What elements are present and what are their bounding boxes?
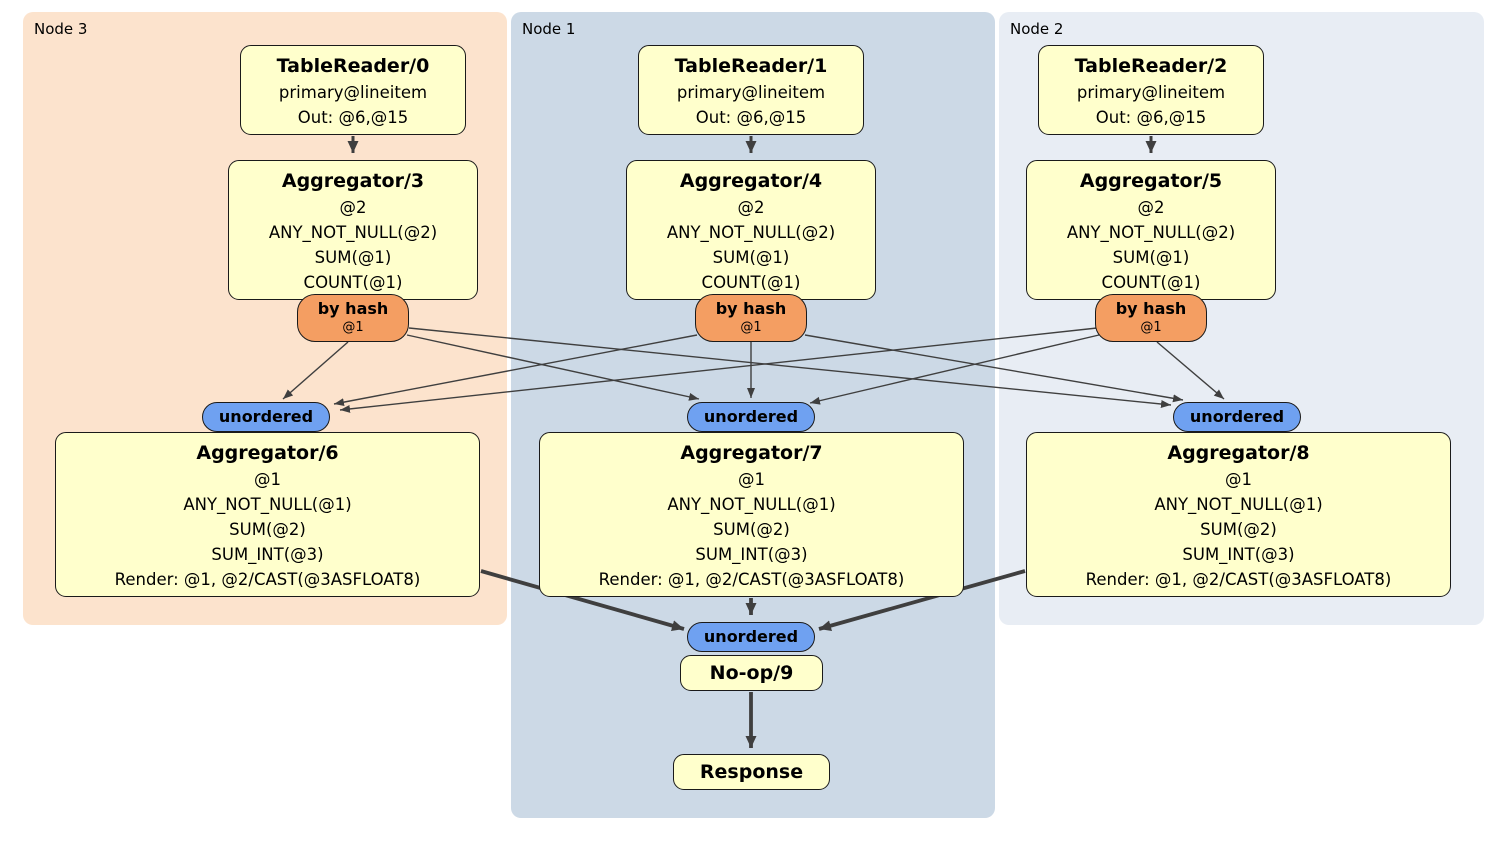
processor-detail: ANY_NOT_NULL(@1) xyxy=(183,495,352,514)
processor-title: Aggregator/5 xyxy=(1079,170,1223,192)
node2-panel-label: Node 2 xyxy=(1010,20,1064,38)
router-label: by hash xyxy=(715,299,787,318)
processor-detail: @2 xyxy=(1137,198,1165,217)
processor-detail: @1 xyxy=(254,470,281,489)
processor-title: TableReader/2 xyxy=(1074,55,1228,77)
processor-tablereader-0: TableReader/0 primary@lineitem Out: @6,@… xyxy=(240,45,466,135)
edge-hash3-sync6 xyxy=(282,341,349,400)
router-detail: @1 xyxy=(740,320,762,335)
processor-detail: SUM_INT(@3) xyxy=(695,545,808,564)
processor-detail: SUM(@1) xyxy=(314,248,392,267)
node3-panel-label: Node 3 xyxy=(34,20,88,38)
processor-detail: ANY_NOT_NULL(@2) xyxy=(268,223,438,242)
processor-detail: SUM(@2) xyxy=(713,520,790,539)
processor-aggregator-7: Aggregator/7 @1 ANY_NOT_NULL(@1) SUM(@2)… xyxy=(539,432,964,597)
processor-title: Aggregator/3 xyxy=(281,170,425,192)
processor-detail: Render: @1, @2/CAST(@3ASFLOAT8) xyxy=(114,570,421,589)
edge-hash3-sync7 xyxy=(406,334,700,401)
processor-detail: Out: @6,@15 xyxy=(695,108,807,127)
router-label: by hash xyxy=(317,299,389,318)
processor-detail: @2 xyxy=(339,198,367,217)
router-by-hash-3: by hash @1 xyxy=(297,294,409,342)
sync-unordered-8: unordered xyxy=(1173,402,1301,432)
processor-detail: ANY_NOT_NULL(@1) xyxy=(1154,495,1323,514)
edge-hash5-sync7 xyxy=(809,334,1100,405)
sync-unordered-9: unordered xyxy=(687,622,815,652)
router-detail: @1 xyxy=(342,320,364,335)
processor-detail: Render: @1, @2/CAST(@3ASFLOAT8) xyxy=(598,570,905,589)
processor-detail: Out: @6,@15 xyxy=(297,108,409,127)
processor-detail: SUM(@1) xyxy=(1112,248,1190,267)
processor-detail: SUM(@1) xyxy=(712,248,790,267)
processor-aggregator-3: Aggregator/3 @2 ANY_NOT_NULL(@2) SUM(@1)… xyxy=(228,160,478,300)
edge-hash4-sync6 xyxy=(333,334,698,407)
edge-hash4-sync8 xyxy=(804,334,1184,403)
processor-aggregator-6: Aggregator/6 @1 ANY_NOT_NULL(@1) SUM(@2)… xyxy=(55,432,480,597)
processor-title: TableReader/1 xyxy=(674,55,828,77)
processor-detail: @1 xyxy=(738,470,765,489)
processor-title: Response xyxy=(699,761,804,783)
processor-detail: primary@lineitem xyxy=(278,83,428,102)
processor-detail: ANY_NOT_NULL(@2) xyxy=(1066,223,1236,242)
processor-title: Aggregator/7 xyxy=(680,442,823,464)
processor-title: Aggregator/8 xyxy=(1167,442,1310,464)
processor-detail: SUM(@2) xyxy=(1200,520,1277,539)
processor-tablereader-1: TableReader/1 primary@lineitem Out: @6,@… xyxy=(638,45,864,135)
processor-detail: SUM(@2) xyxy=(229,520,306,539)
edge-hash3-sync8 xyxy=(408,327,1172,408)
edge-agg6-sync9 xyxy=(480,569,685,631)
processor-detail: ANY_NOT_NULL(@1) xyxy=(667,495,836,514)
processor-title: No-op/9 xyxy=(709,662,794,684)
processor-detail: Out: @6,@15 xyxy=(1095,108,1207,127)
processor-detail: primary@lineitem xyxy=(676,83,826,102)
processor-noop-9: No-op/9 xyxy=(680,655,823,691)
processor-detail: @1 xyxy=(1225,470,1252,489)
processor-detail: SUM_INT(@3) xyxy=(211,545,324,564)
processor-detail: Render: @1, @2/CAST(@3ASFLOAT8) xyxy=(1085,570,1392,589)
processor-title: Aggregator/6 xyxy=(196,442,339,464)
router-by-hash-5: by hash @1 xyxy=(1095,294,1207,342)
processor-detail: ANY_NOT_NULL(@2) xyxy=(666,223,836,242)
processor-detail: COUNT(@1) xyxy=(701,273,801,292)
processor-aggregator-5: Aggregator/5 @2 ANY_NOT_NULL(@2) SUM(@1)… xyxy=(1026,160,1276,300)
processor-detail: COUNT(@1) xyxy=(303,273,403,292)
processor-aggregator-4: Aggregator/4 @2 ANY_NOT_NULL(@2) SUM(@1)… xyxy=(626,160,876,300)
processor-detail: @2 xyxy=(737,198,765,217)
edge-hash5-sync6 xyxy=(339,327,1098,413)
router-by-hash-4: by hash @1 xyxy=(695,294,807,342)
processor-tablereader-2: TableReader/2 primary@lineitem Out: @6,@… xyxy=(1038,45,1264,135)
sync-unordered-6: unordered xyxy=(202,402,330,432)
processor-detail: COUNT(@1) xyxy=(1101,273,1201,292)
processor-detail: SUM_INT(@3) xyxy=(1182,545,1295,564)
sync-unordered-7: unordered xyxy=(687,402,815,432)
edge-agg8-sync9 xyxy=(818,569,1026,632)
processor-title: Aggregator/4 xyxy=(679,170,823,192)
processor-title: TableReader/0 xyxy=(276,55,430,77)
router-detail: @1 xyxy=(1140,320,1162,335)
response-node: Response xyxy=(673,754,830,790)
processor-detail: primary@lineitem xyxy=(1076,83,1226,102)
router-label: by hash xyxy=(1115,299,1187,318)
processor-aggregator-8: Aggregator/8 @1 ANY_NOT_NULL(@1) SUM(@2)… xyxy=(1026,432,1451,597)
edge-hash5-sync8 xyxy=(1156,341,1225,400)
node1-panel-label: Node 1 xyxy=(522,20,576,38)
